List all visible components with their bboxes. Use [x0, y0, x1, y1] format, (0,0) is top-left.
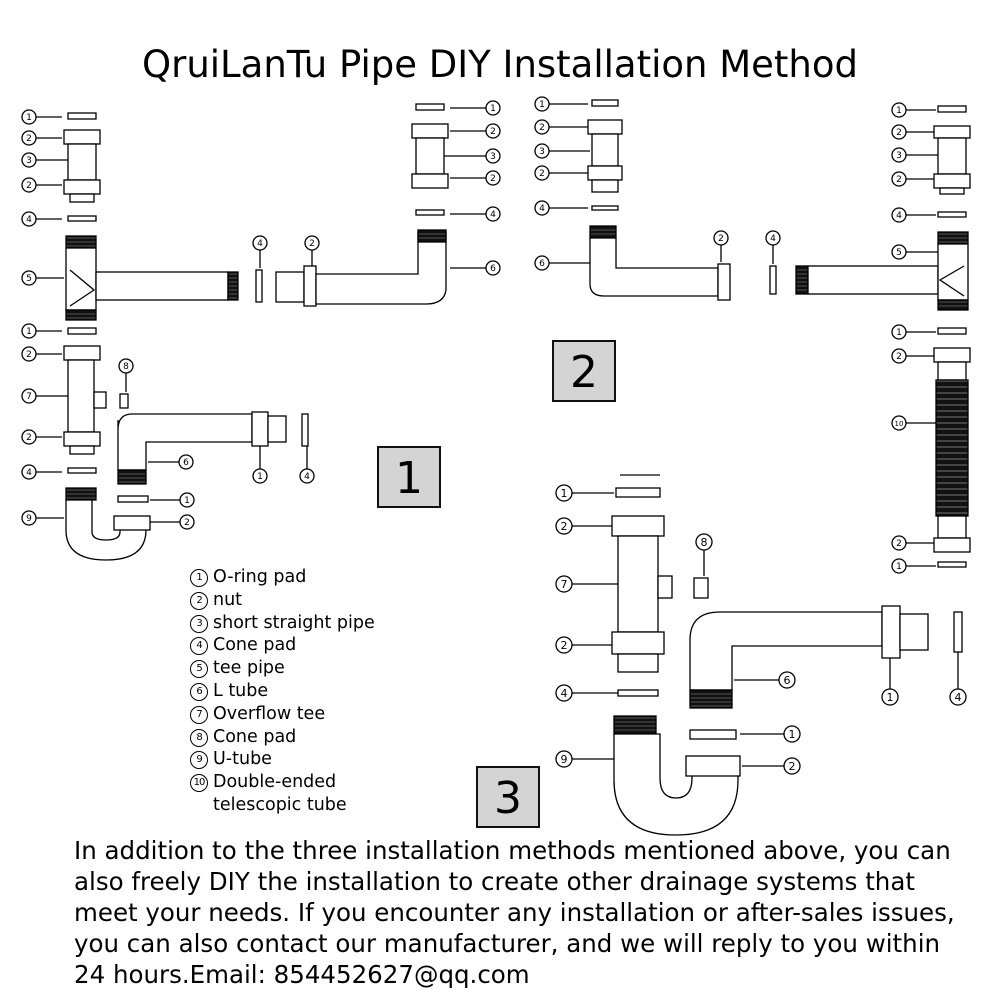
- svg-text:2: 2: [184, 518, 190, 528]
- svg-text:6: 6: [490, 264, 496, 274]
- svg-text:5: 5: [26, 274, 32, 284]
- legend-number: 1: [190, 569, 208, 587]
- svg-text:8: 8: [123, 362, 129, 372]
- svg-text:9: 9: [561, 753, 568, 766]
- svg-text:2: 2: [539, 123, 545, 133]
- svg-text:2: 2: [561, 639, 568, 652]
- svg-text:2: 2: [539, 169, 545, 179]
- svg-text:4: 4: [304, 472, 310, 482]
- method-1-assembly: [21, 100, 501, 561]
- svg-text:1: 1: [896, 328, 902, 338]
- legend-item: 10 Double-ended telescopic tube: [190, 771, 375, 817]
- svg-text:2: 2: [490, 127, 496, 137]
- svg-text:3: 3: [896, 151, 902, 161]
- legend-item: 4 Cone pad: [190, 634, 375, 657]
- method-3-assembly: [555, 474, 967, 836]
- svg-text:7: 7: [26, 392, 32, 402]
- svg-text:1: 1: [26, 327, 32, 337]
- svg-text:10: 10: [895, 420, 904, 428]
- legend-number: 7: [190, 705, 208, 724]
- svg-text:4: 4: [561, 687, 568, 700]
- legend-label: tee pipe: [213, 658, 285, 679]
- svg-text:2: 2: [309, 239, 315, 249]
- page-title: QruiLanTu Pipe DIY Installation Method: [141, 42, 858, 86]
- svg-text:2: 2: [896, 128, 902, 138]
- legend-item: 2 nut: [190, 589, 375, 612]
- legend-item: 9 U-tube: [190, 748, 375, 771]
- svg-text:1: 1: [896, 106, 902, 116]
- svg-text:4: 4: [26, 468, 32, 478]
- svg-text:1: 1: [26, 113, 32, 123]
- svg-text:7: 7: [561, 578, 568, 591]
- svg-text:1: 1: [896, 562, 902, 572]
- legend-label: L tube: [213, 680, 269, 701]
- svg-text:4: 4: [257, 239, 263, 249]
- method1-callouts: [21, 109, 68, 526]
- svg-text:6: 6: [784, 674, 791, 687]
- legend-number: 10: [190, 774, 208, 793]
- svg-text:2: 2: [26, 181, 32, 191]
- svg-text:1: 1: [184, 496, 190, 506]
- svg-text:3: 3: [490, 152, 496, 162]
- svg-text:2: 2: [26, 134, 32, 144]
- method-2-label: 2: [552, 340, 616, 402]
- svg-text:2: 2: [26, 350, 32, 360]
- legend-item: 3 short straight pipe: [190, 612, 375, 635]
- svg-text:1: 1: [561, 487, 568, 500]
- legend-number: 9: [190, 751, 208, 770]
- svg-text:5: 5: [896, 248, 902, 258]
- svg-text:3: 3: [26, 156, 32, 166]
- svg-text:6: 6: [539, 259, 545, 269]
- legend-number: 5: [190, 660, 208, 679]
- svg-text:8: 8: [701, 536, 708, 549]
- svg-text:1: 1: [789, 728, 796, 741]
- svg-text:2: 2: [896, 175, 902, 185]
- svg-text:4: 4: [26, 215, 32, 225]
- svg-text:2: 2: [718, 234, 724, 244]
- svg-text:4: 4: [770, 234, 776, 244]
- svg-text:1: 1: [490, 104, 496, 114]
- legend-label: O-ring pad: [213, 567, 307, 587]
- legend-item: 6 L tube: [190, 680, 375, 703]
- legend-label: U-tube: [213, 749, 272, 770]
- svg-text:2: 2: [896, 539, 902, 549]
- svg-text:4: 4: [896, 211, 902, 221]
- legend-label: Double-ended telescopic tube: [213, 772, 347, 815]
- method-1-label: 1: [377, 446, 441, 508]
- legend-label: short straight pipe: [213, 612, 375, 633]
- svg-text:2: 2: [896, 352, 902, 362]
- legend-item: 1 O-ring pad: [190, 566, 375, 589]
- svg-text:4: 4: [490, 210, 496, 220]
- legend-item: 8 Cone pad: [190, 726, 375, 749]
- svg-text:2: 2: [561, 520, 568, 533]
- svg-text:4: 4: [955, 691, 962, 704]
- svg-text:1: 1: [257, 472, 263, 482]
- svg-text:9: 9: [26, 514, 32, 524]
- svg-text:6: 6: [183, 458, 189, 468]
- svg-text:1: 1: [887, 691, 894, 704]
- legend-label: Overflow tee: [213, 703, 326, 724]
- legend-number: 6: [190, 682, 208, 701]
- svg-text:3: 3: [539, 147, 545, 157]
- legend-number: 8: [190, 728, 208, 747]
- installation-note: In addition to the three installation me…: [74, 836, 955, 989]
- svg-text:2: 2: [26, 433, 32, 443]
- method-3-label: 3: [476, 766, 540, 828]
- legend-item: 7 Overflow tee: [190, 703, 375, 726]
- legend-label: Cone pad: [213, 726, 297, 747]
- svg-text:4: 4: [539, 204, 545, 214]
- legend-label: nut: [213, 589, 243, 610]
- svg-text:2: 2: [490, 174, 496, 184]
- svg-text:2: 2: [789, 760, 796, 773]
- legend-number: 3: [190, 614, 208, 633]
- svg-text:1: 1: [539, 100, 545, 110]
- legend-number: 4: [190, 637, 208, 656]
- legend-number: 2: [190, 591, 208, 610]
- legend-label: Cone pad: [213, 635, 297, 656]
- legend-item: 5 tee pipe: [190, 657, 375, 680]
- method-2-assembly: [534, 96, 971, 574]
